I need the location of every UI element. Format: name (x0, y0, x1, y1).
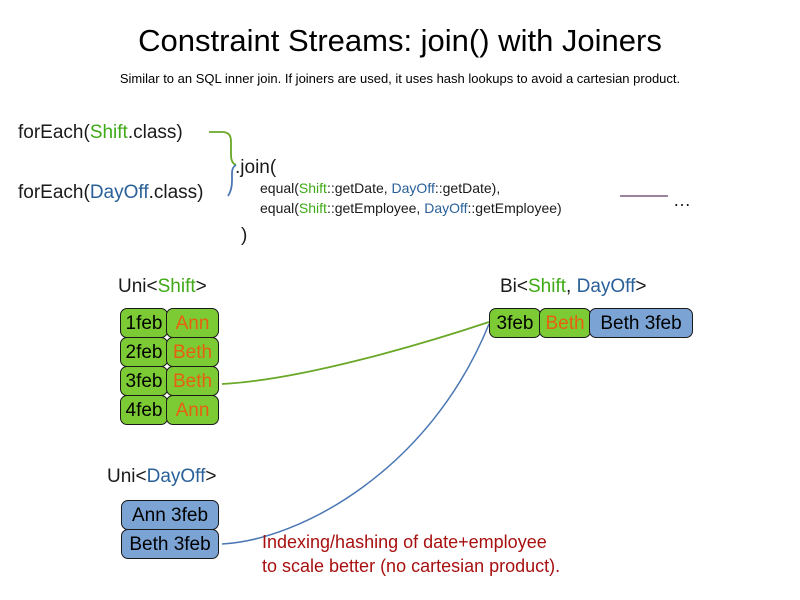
cell-date-text: 3feb (125, 370, 163, 392)
joiner-employee-left-method: ::getEmployee, (326, 200, 425, 216)
annotation-note-line-1: Indexing/hashing of date+employee (262, 532, 547, 552)
cell-date: 3feb (120, 366, 168, 396)
ellipsis-text: … (673, 190, 691, 210)
table-row: 2feb Beth (120, 337, 219, 367)
cell-employee: Beth (539, 308, 591, 338)
code-join-close: ) (241, 225, 248, 246)
table-row: 3feb Beth (120, 366, 219, 396)
bi-tuple-row: 3feb Beth Beth 3feb (489, 308, 693, 338)
cell-employee-text: Ann (175, 312, 210, 334)
code-joiner-employee: equal(Shift::getEmployee, DayOff::getEmp… (260, 199, 562, 217)
table-row: 1feb Ann (120, 308, 219, 338)
table-row: Ann 3feb (121, 500, 219, 530)
foreach-shift-suffix: .class) (127, 122, 183, 143)
code-foreach-dayoff: forEach(DayOff.class) (18, 181, 204, 205)
cell-date-text: 3feb (496, 312, 534, 334)
page-title: Constraint Streams: join() with Joiners (138, 23, 662, 58)
cell-date: 1feb (120, 308, 168, 338)
cell-dayoff-pair-text: Beth 3feb (129, 533, 211, 555)
uni-dayoff-label-suffix: > (205, 466, 217, 487)
cell-employee: Ann (166, 395, 219, 425)
cell-employee-text: Beth (172, 341, 213, 363)
cell-date: 2feb (120, 337, 168, 367)
connector-dayoff-row-to-bi (221, 323, 490, 545)
cell-employee-text: Ann (175, 399, 210, 421)
bi-label-separator: , (566, 276, 577, 297)
code-foreach-shift: forEach(Shift.class) (18, 121, 183, 145)
foreach-shift-prefix: forEach( (18, 122, 90, 143)
label-uni-dayoff: Uni<DayOff> (107, 465, 217, 489)
joiner-date-open: equal( (260, 180, 299, 196)
joiner-date-left-method: ::getDate, (326, 180, 392, 196)
cell-date-text: 2feb (125, 341, 163, 363)
cell-date-text: 1feb (125, 312, 163, 334)
joiner-date-right-type: DayOff (391, 180, 435, 196)
cell-employee: Beth (166, 366, 219, 396)
cell-employee-text: Beth (545, 312, 585, 334)
code-joiner-date: equal(Shift::getDate, DayOff::getDate), (260, 179, 500, 197)
uni-shift-label-suffix: > (195, 276, 207, 297)
joiner-employee-right-method: ::getEmployee) (467, 200, 562, 216)
uni-dayoff-table: Ann 3feb Beth 3feb (121, 500, 219, 559)
bi-label-suffix: > (635, 276, 647, 297)
label-uni-shift: Uni<Shift> (118, 275, 207, 299)
foreach-dayoff-prefix: forEach( (18, 182, 90, 203)
uni-dayoff-label-type: DayOff (146, 466, 206, 487)
foreach-dayoff-suffix: .class) (148, 182, 204, 203)
cell-dayoff-pair-text: Ann 3feb (131, 504, 209, 526)
cell-employee: Beth (166, 337, 219, 367)
code-join-open: .join( (235, 157, 277, 178)
connector-shift-to-join (209, 131, 237, 166)
joiner-employee-right-type: DayOff (424, 200, 468, 216)
cell-date: 3feb (489, 308, 541, 338)
uni-dayoff-label-prefix: Uni< (107, 466, 147, 487)
annotation-note-line-2: to scale better (no cartesian product). (262, 556, 561, 576)
joiner-employee-left-type: Shift (298, 200, 327, 216)
cell-dayoff-pair: Beth 3feb (589, 308, 693, 338)
bi-label-type-a: Shift (528, 276, 567, 297)
uni-shift-label-prefix: Uni< (118, 276, 158, 297)
uni-shift-label-type: Shift (157, 276, 196, 297)
connector-shift-row-to-bi (221, 321, 490, 385)
foreach-shift-type: Shift (89, 122, 128, 143)
annotation-note: Indexing/hashing of date+employee to sca… (262, 530, 560, 578)
joiner-date-left-type: Shift (298, 180, 327, 196)
bi-label-prefix: Bi< (500, 276, 528, 297)
table-row: 4feb Ann (120, 395, 219, 425)
cell-employee: Ann (166, 308, 219, 338)
foreach-dayoff-type: DayOff (89, 182, 149, 203)
cell-date: 4feb (120, 395, 168, 425)
bi-label-type-b: DayOff (576, 276, 636, 297)
cell-dayoff-pair: Ann 3feb (121, 500, 219, 530)
cell-date-text: 4feb (125, 399, 163, 421)
uni-shift-table: 1feb Ann 2feb Beth 3feb Beth 4feb Ann (120, 308, 219, 425)
joiner-employee-open: equal( (260, 200, 299, 216)
page-subtitle: Similar to an SQL inner join. If joiners… (119, 71, 681, 86)
table-row: Beth 3feb (121, 529, 219, 559)
label-bi-stream: Bi<Shift, DayOff> (500, 275, 646, 299)
joiner-date-right-method: ::getDate), (434, 180, 501, 196)
cell-employee-text: Beth (172, 370, 213, 392)
cell-dayoff-pair-text: Beth 3feb (600, 312, 682, 334)
cell-dayoff-pair: Beth 3feb (121, 529, 219, 559)
